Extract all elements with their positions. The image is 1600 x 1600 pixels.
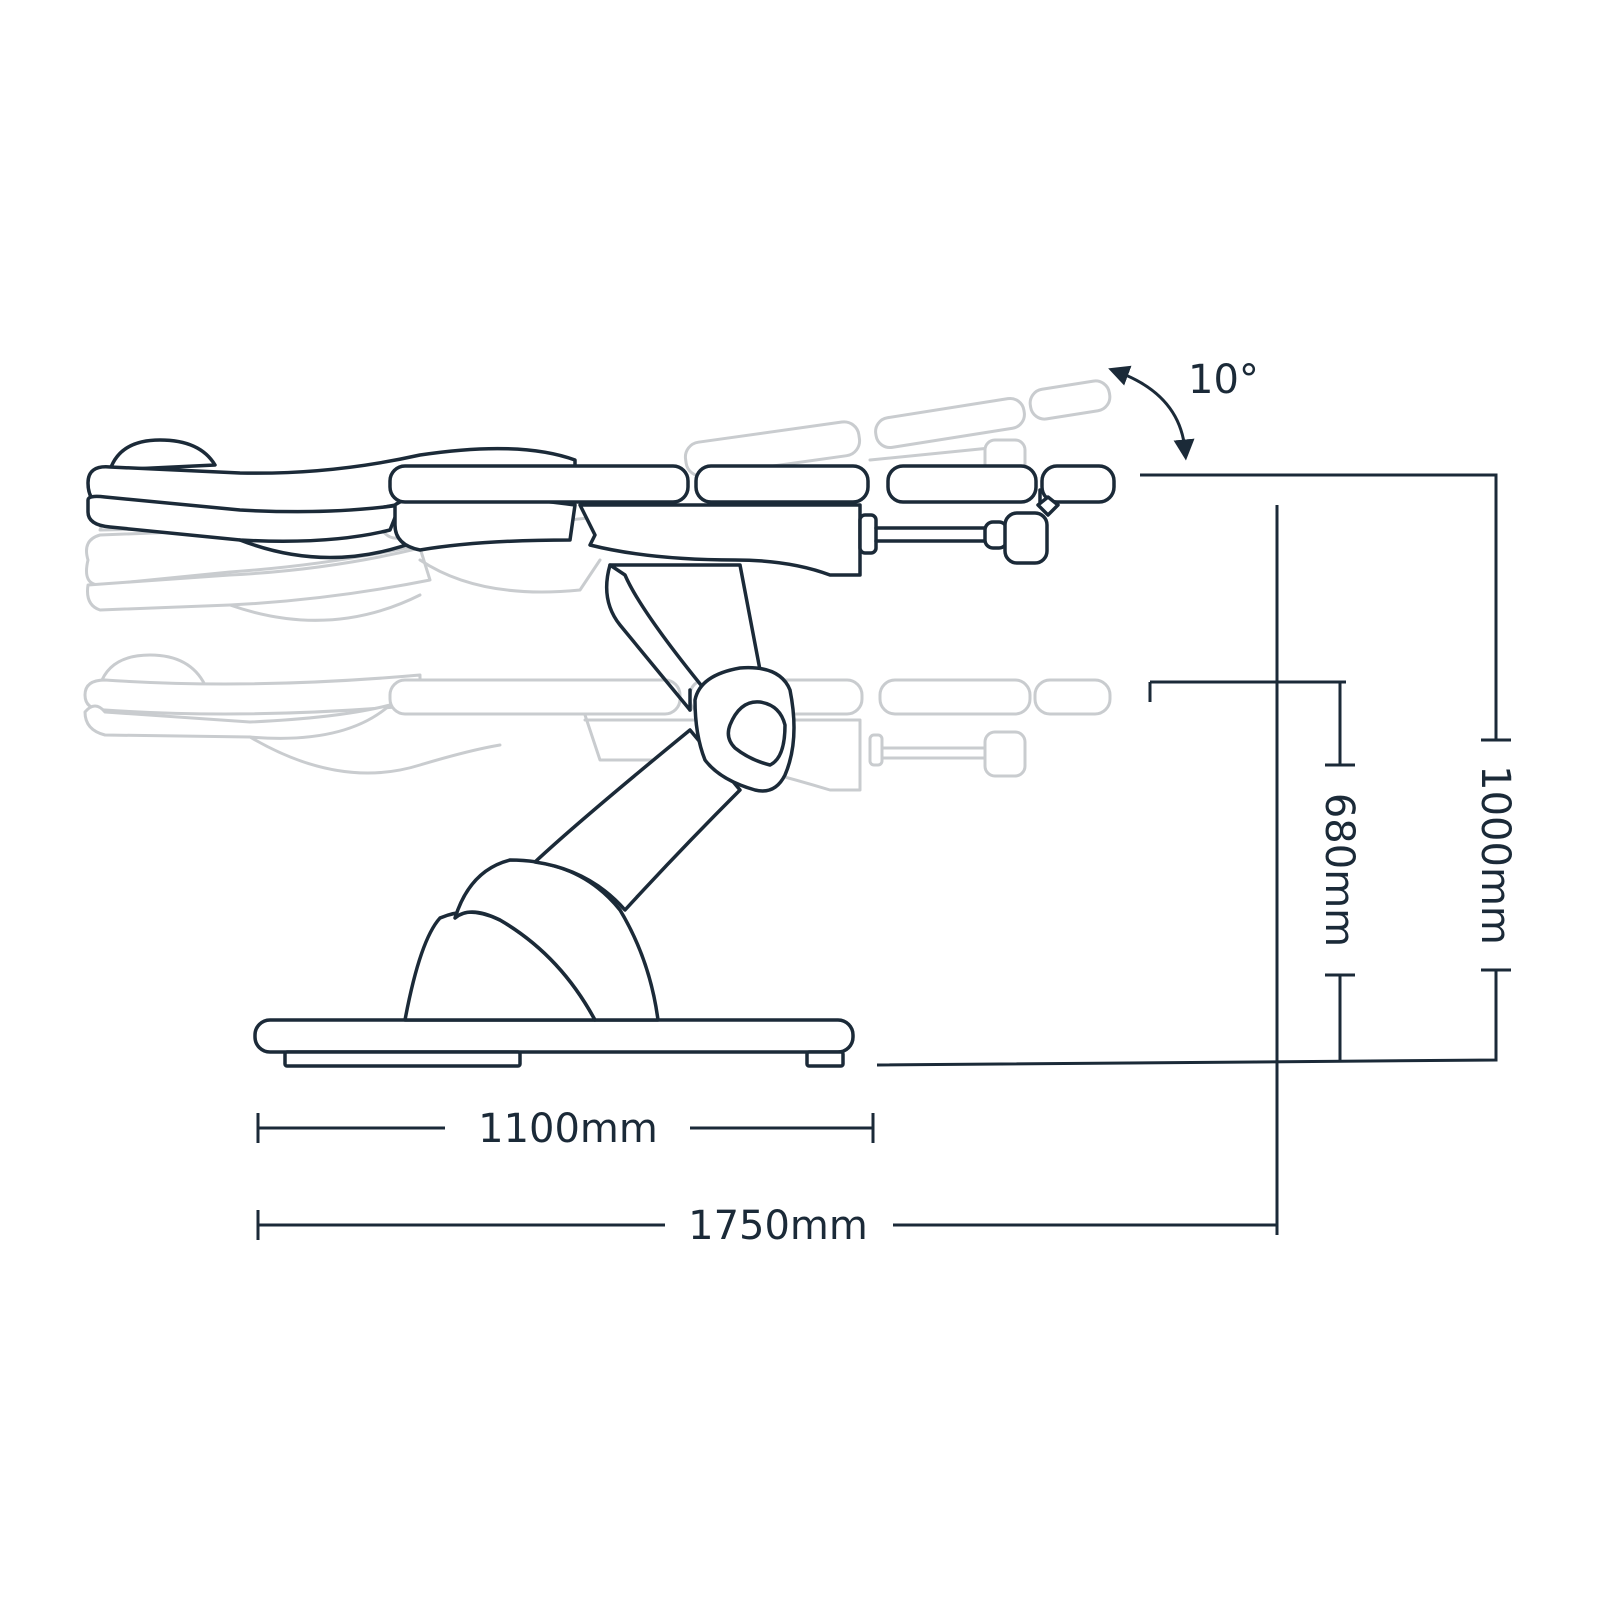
ghost-lowered-position xyxy=(83,653,1112,792)
min-height-label: 680mm xyxy=(1316,793,1362,947)
foot-cushion-2 xyxy=(1040,464,1116,504)
pedestal-outer xyxy=(453,858,660,1022)
tilt-arrow xyxy=(1108,365,1195,461)
base-length-right xyxy=(690,1113,875,1143)
tilt-angle-label: 10° xyxy=(1188,357,1259,403)
base-length-left xyxy=(256,1113,445,1143)
base-foot-left xyxy=(283,1050,522,1068)
base-foot-right xyxy=(805,1050,845,1068)
foot-block xyxy=(1003,511,1049,565)
backrest-bottom xyxy=(86,494,402,543)
pivot xyxy=(1036,495,1060,517)
total-length-label: 1750mm xyxy=(688,1203,868,1249)
foot-cushion-1 xyxy=(886,464,1038,504)
lower-arm xyxy=(533,728,742,912)
rod-end-cap xyxy=(858,513,878,555)
seat-frame xyxy=(578,503,862,577)
top-reference-line xyxy=(1140,473,1498,740)
seat-cushion xyxy=(388,464,690,504)
joint-inner xyxy=(726,700,787,767)
min-height-lower xyxy=(1325,973,1355,1062)
base-length-label: 1100mm xyxy=(478,1106,658,1152)
min-height-upper xyxy=(1325,682,1355,767)
leg-cushion xyxy=(694,464,870,504)
chair-drawing xyxy=(86,438,1116,1068)
base-plate xyxy=(253,1018,855,1054)
headrest xyxy=(108,438,217,472)
dimension-lines xyxy=(256,365,1511,1240)
max-height-label: 1000mm xyxy=(1472,765,1518,945)
bottom-reference-line xyxy=(876,970,1498,1067)
total-length-left xyxy=(256,1210,665,1240)
